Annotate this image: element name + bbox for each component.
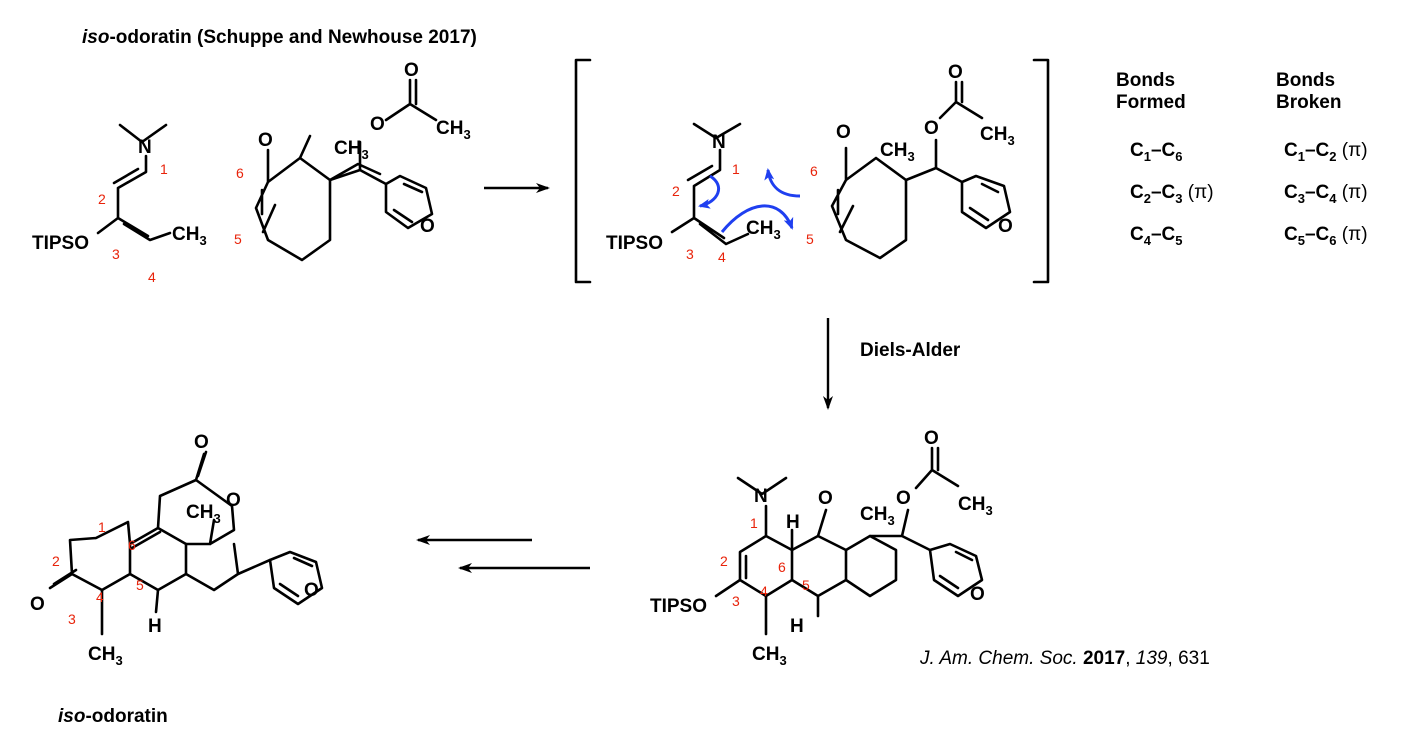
final-h: H xyxy=(148,616,162,637)
ts-num-2: 2 xyxy=(672,183,680,199)
cyc-num-1: 1 xyxy=(750,515,758,531)
final-num-5: 5 xyxy=(136,577,144,593)
cyc-ketone-o: O xyxy=(818,488,833,509)
title-italic: iso xyxy=(82,27,109,48)
ts-num-4: 4 xyxy=(718,249,726,265)
curly-arrow-2 xyxy=(720,204,794,233)
ts-num-3: 3 xyxy=(686,246,694,262)
ts-acetate-carbonyl-o: O xyxy=(948,62,963,83)
broken-row-3: C5–C6 (π) xyxy=(1284,224,1368,248)
ts-num-6: 6 xyxy=(810,163,818,179)
final-num-2: 2 xyxy=(52,553,60,569)
transition-state: N TIPSO CH3 O CH3 O O CH3 O 1 2 3 4 5 6 xyxy=(574,58,1050,284)
diene-num-3: 3 xyxy=(112,246,120,262)
cyc-num-4: 4 xyxy=(760,583,768,599)
final-num-4: 4 xyxy=(96,589,104,605)
formed-header-line2: Formed xyxy=(1116,92,1186,113)
final-ketone-o: O xyxy=(30,594,45,615)
cyc-furan-o: O xyxy=(970,584,985,605)
ts-ketone-o: O xyxy=(836,122,851,143)
diene-num-2: 2 xyxy=(98,191,106,207)
title-rest: -odoratin (Schuppe and Newhouse 2017) xyxy=(109,27,476,48)
final-num-3: 3 xyxy=(68,611,76,627)
formed-row-2: C2–C3 (π) xyxy=(1130,182,1214,206)
cycloadduct-molecule: N TIPSO H H CH3 O CH3 O O CH3 O 1 2 3 4 … xyxy=(650,428,993,668)
diels-alder-label: Diels-Alder xyxy=(860,340,961,361)
cyc-methyl: CH3 xyxy=(860,504,895,528)
iso-odoratin-molecule: O H CH3 O O CH3 O 1 2 3 4 5 6 xyxy=(30,432,324,668)
cyc-h-top: H xyxy=(786,512,800,533)
ts-acetate-o: O xyxy=(924,118,939,139)
broken-row-2: C3–C4 (π) xyxy=(1284,182,1368,206)
ts-tipso: TIPSO xyxy=(606,233,663,254)
cyc-acetate-o: O xyxy=(896,488,911,509)
formed-header-line1: Bonds xyxy=(1116,70,1175,91)
dienophile-num-5: 5 xyxy=(234,231,242,247)
diene-num-1: 1 xyxy=(160,161,168,177)
methyl-ch3: CH3 xyxy=(334,138,369,162)
cyc-acetate-carbonyl-o: O xyxy=(924,428,939,449)
cyc-tipso: TIPSO xyxy=(650,596,707,617)
cyc-h-bottom: H xyxy=(790,616,804,637)
ts-furan-o: O xyxy=(998,216,1013,237)
acetate-o-ester: O xyxy=(370,114,385,135)
acetate-o-carbonyl: O xyxy=(404,60,419,81)
diene-ch3: CH3 xyxy=(172,224,207,248)
cyc-n-atom: N xyxy=(754,486,768,507)
dienophile-molecule: O CH3 O O CH3 O 6 5 xyxy=(234,60,471,262)
final-num-1: 1 xyxy=(98,519,106,535)
cyc-num-2: 2 xyxy=(720,553,728,569)
cyc-ch3-bottom: CH3 xyxy=(752,644,787,668)
diene-n-atom: N xyxy=(138,137,152,158)
cyc-num-5: 5 xyxy=(802,577,810,593)
cyc-num-3: 3 xyxy=(732,593,740,609)
final-lactone-o-carbonyl: O xyxy=(194,432,209,453)
cyc-num-6: 6 xyxy=(778,559,786,575)
bond-change-table: Bonds Formed Bonds Broken C1–C6 C2–C3 (π… xyxy=(1116,70,1368,248)
diene-molecule: N TIPSO CH3 1 2 3 4 xyxy=(32,123,207,285)
formed-row-1: C1–C6 xyxy=(1130,140,1183,164)
acetate-ch3: CH3 xyxy=(436,118,471,142)
final-methyl: CH3 xyxy=(186,502,221,526)
diene-num-4: 4 xyxy=(148,269,156,285)
scheme-title: iso-odoratin (Schuppe and Newhouse 2017) xyxy=(82,27,477,48)
final-ch3: CH3 xyxy=(88,644,123,668)
citation: J. Am. Chem. Soc. 2017, 139, 631 xyxy=(919,648,1210,669)
ts-num-1: 1 xyxy=(732,161,740,177)
final-name: iso-odoratin xyxy=(58,706,168,727)
furan-o: O xyxy=(420,216,435,237)
dienophile-num-6: 6 xyxy=(236,165,244,181)
broken-row-1: C1–C2 (π) xyxy=(1284,140,1368,164)
ts-n-atom: N xyxy=(712,132,726,153)
ts-diene-ch3: CH3 xyxy=(746,218,781,242)
ts-acetate-ch3: CH3 xyxy=(980,124,1015,148)
ts-methyl: CH3 xyxy=(880,140,915,164)
cyc-acetate-ch3: CH3 xyxy=(958,494,993,518)
curly-arrow-3 xyxy=(764,168,801,198)
final-lactone-o-ring: O xyxy=(226,490,241,511)
ketone-o: O xyxy=(258,130,273,151)
broken-header-line2: Broken xyxy=(1276,92,1341,113)
final-num-6: 6 xyxy=(128,537,136,553)
final-furan-o: O xyxy=(304,580,319,601)
diene-tipso: TIPSO xyxy=(32,233,89,254)
ts-num-5: 5 xyxy=(806,231,814,247)
broken-header-line1: Bonds xyxy=(1276,70,1335,91)
curly-arrow-1 xyxy=(698,174,721,209)
formed-row-3: C4–C5 xyxy=(1130,224,1183,248)
